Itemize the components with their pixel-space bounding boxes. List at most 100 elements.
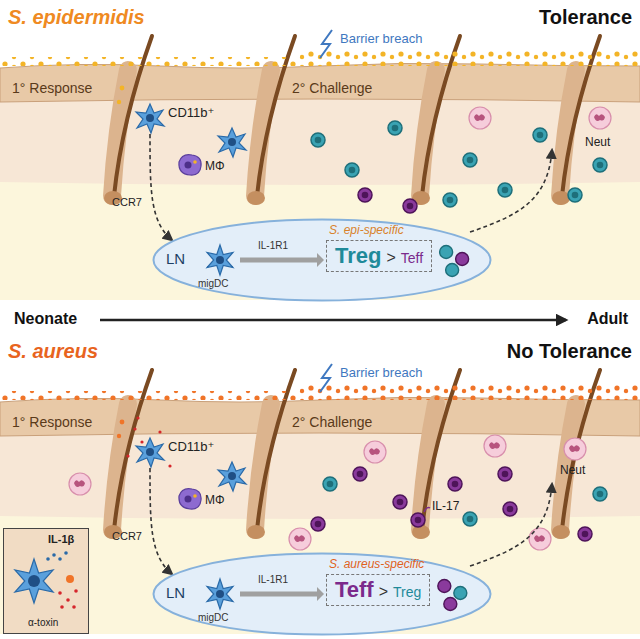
text-label: IL-17 — [432, 500, 459, 514]
text-label: 2° Challenge — [292, 414, 372, 430]
g-art — [0, 0, 640, 300]
path-art — [470, 150, 552, 232]
migdc-nucleus — [216, 256, 224, 264]
circle-shape — [74, 589, 78, 593]
signal-arrowhead — [317, 253, 324, 267]
text-label: Neut — [560, 464, 585, 478]
text-label: CD11b⁺ — [168, 440, 214, 455]
text-label: CCR7 — [112, 196, 142, 209]
dashed-population-box: S. aureus-specificTeff>Treg — [326, 574, 430, 606]
text-label: migDC — [198, 612, 229, 624]
inset-label: IL-1β — [48, 533, 74, 545]
text-label: migDC — [198, 278, 229, 290]
use-art — [568, 188, 582, 202]
text-label: S. epidermidis — [8, 6, 145, 29]
use-art — [136, 104, 164, 133]
use-art — [403, 199, 417, 213]
t-cell — [440, 246, 453, 259]
inset-box: IL-1βα-toxin — [3, 528, 89, 634]
use-art — [218, 128, 246, 157]
population-term: > — [379, 582, 388, 601]
rect-art — [300, 50, 640, 58]
population-heading: S. aureus-specific — [329, 557, 424, 571]
path-art — [320, 364, 332, 392]
circle-shape — [28, 575, 40, 587]
use-art — [564, 438, 586, 460]
use-art — [0, 334, 640, 634]
circle-art — [117, 434, 121, 438]
use-art — [411, 513, 425, 527]
path-art — [320, 30, 332, 58]
circle-art — [117, 100, 121, 104]
circle-shape — [60, 605, 64, 609]
text-label: 1° Response — [12, 414, 92, 430]
t-cell — [446, 264, 459, 277]
text-label: S. aureus — [8, 340, 98, 363]
use-art — [353, 467, 367, 481]
circle-art — [158, 430, 161, 433]
text-label: Neonate — [14, 310, 77, 328]
dashed-population-box: S. epi-specificTreg>Teff — [326, 240, 432, 272]
circle-art — [120, 420, 125, 425]
use-art — [323, 477, 337, 491]
text-label: CD11b⁺ — [168, 106, 214, 121]
lymph-node-outline — [152, 218, 492, 302]
t-cell — [438, 580, 451, 593]
text-label: MΦ — [205, 494, 225, 508]
text-label: IL-1R1 — [258, 240, 288, 252]
use-art — [593, 158, 607, 172]
polygon-shape — [15, 559, 53, 603]
population-term: > — [386, 248, 395, 267]
circle-art — [168, 464, 171, 467]
text-label: No Tolerance — [507, 340, 632, 363]
rect-art — [0, 57, 640, 66]
text-label: Neut — [585, 136, 610, 150]
use-art — [388, 121, 402, 135]
text-label: Barrier breach — [340, 32, 422, 47]
rect-art — [300, 384, 640, 392]
population-term: Teff — [401, 250, 423, 267]
use-art — [448, 477, 462, 491]
text-label: IL-1R1 — [258, 574, 288, 586]
use-art — [469, 107, 491, 129]
circle-shape — [46, 557, 50, 561]
text-label: Barrier breach — [340, 366, 422, 381]
lymph-node-oval: LNS. epi-specificTreg>Teff — [152, 218, 492, 302]
use-art — [593, 487, 607, 501]
t-cell — [456, 253, 469, 266]
migdc-cell — [207, 579, 233, 609]
lymph-node-oval: LNS. aureus-specificTeff>Treg — [152, 552, 492, 636]
text-label: MΦ — [205, 160, 225, 174]
use-art — [498, 467, 512, 481]
use-art — [463, 512, 477, 526]
circle-shape — [52, 553, 56, 557]
use-art — [578, 527, 592, 541]
text-label: CCR7 — [112, 530, 142, 543]
t-cell — [454, 587, 467, 600]
circle-shape — [58, 591, 62, 595]
population-term: Teff — [335, 577, 374, 603]
signal-arrow — [240, 258, 317, 263]
path-art — [150, 134, 172, 240]
use-art — [498, 183, 512, 197]
circle-shape — [72, 605, 76, 609]
text-label: Adult — [587, 310, 628, 328]
t-cell — [444, 598, 457, 611]
organ-label: LN — [166, 250, 185, 267]
migdc-nucleus — [216, 590, 224, 598]
line-art — [100, 319, 566, 322]
use-art — [393, 495, 407, 509]
path-art — [424, 508, 430, 513]
text-label: 1° Response — [12, 80, 92, 96]
use-art — [533, 128, 547, 142]
path-art — [470, 484, 552, 566]
use-art — [69, 473, 91, 495]
population-term: Treg — [393, 584, 421, 601]
text-label: Tolerance — [539, 6, 632, 29]
use-art — [345, 163, 359, 177]
circle-shape — [64, 551, 68, 555]
migdc-cell — [207, 245, 233, 275]
circle-art — [126, 454, 129, 457]
use-art — [311, 517, 325, 531]
